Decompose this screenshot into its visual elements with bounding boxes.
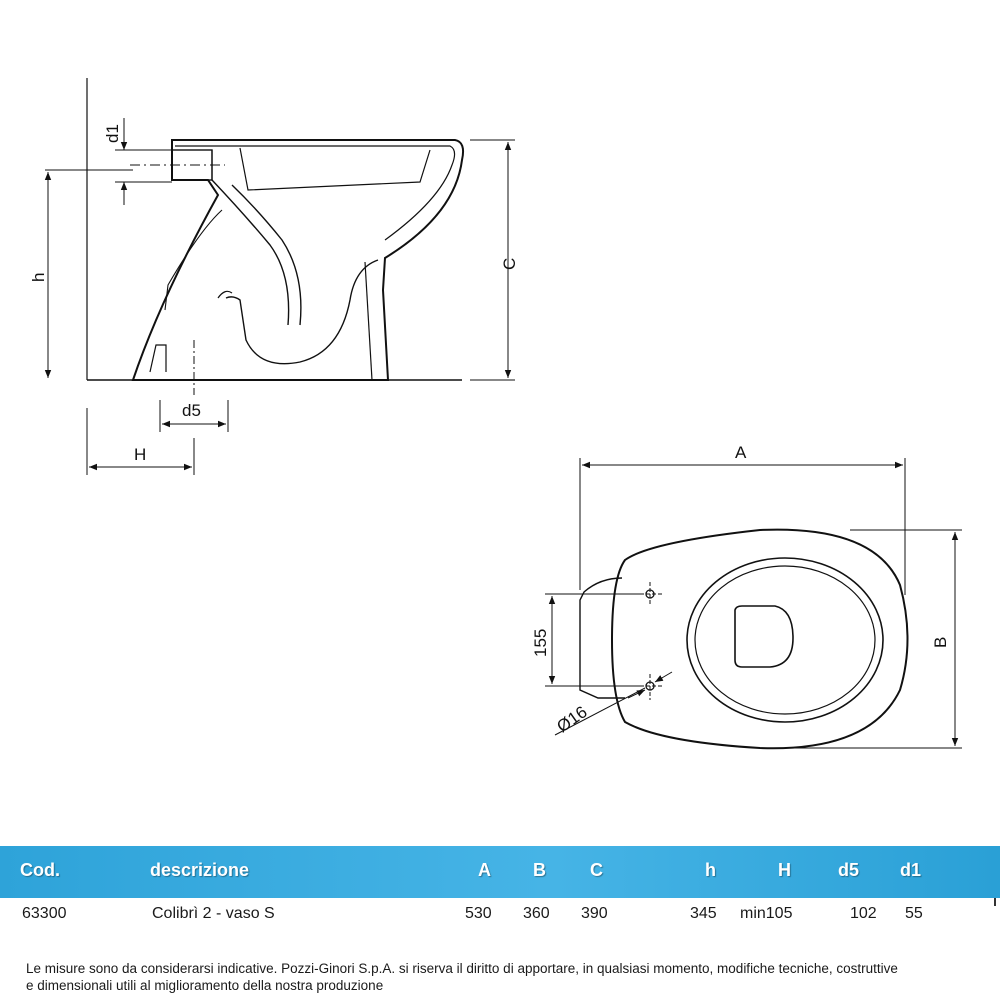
header-h: h xyxy=(705,860,716,880)
water-well xyxy=(734,605,794,668)
table-edge-divider xyxy=(994,898,996,906)
side-view xyxy=(86,78,465,395)
header-d1: d1 xyxy=(900,860,922,880)
cell-H: min105 xyxy=(740,905,793,922)
bowl-outer-oval xyxy=(610,528,909,750)
header-C: C xyxy=(590,860,603,880)
cell-code: 63300 xyxy=(22,905,67,922)
top-view-dimensions xyxy=(545,458,962,749)
label-C: C xyxy=(500,258,519,270)
label-hole-diameter: Ø16 xyxy=(553,702,590,736)
header-H: H xyxy=(778,860,791,880)
table-row: 63300 Colibrì 2 - vaso S 530 360 390 345… xyxy=(0,898,1000,930)
label-d5: d5 xyxy=(182,401,201,420)
cell-C: 390 xyxy=(581,905,608,922)
label-A: A xyxy=(735,443,747,462)
trap-curve xyxy=(211,179,302,326)
cell-d5: 102 xyxy=(850,905,877,922)
cell-A: 530 xyxy=(465,905,492,922)
header-description: descrizione xyxy=(150,860,250,880)
label-H: H xyxy=(134,445,146,464)
footnote-line-2: e dimensionali utili al miglioramento de… xyxy=(26,978,384,993)
header-A: A xyxy=(478,860,491,880)
cell-d1: 55 xyxy=(905,905,923,922)
header-d5: d5 xyxy=(838,860,860,880)
label-B: B xyxy=(931,637,950,648)
top-view xyxy=(579,528,909,750)
technical-drawing: d1 h C d5 H xyxy=(29,78,962,750)
cell-description: Colibrì 2 - vaso S xyxy=(152,905,275,922)
header-B: B xyxy=(533,860,546,880)
cell-B: 360 xyxy=(523,905,550,922)
footnote-line-1: Le misure sono da considerarsi indicativ… xyxy=(26,961,898,976)
disclaimer-footnote: Le misure sono da considerarsi indicativ… xyxy=(26,960,986,994)
label-h: h xyxy=(29,273,48,282)
label-155: 155 xyxy=(531,629,550,657)
cell-h: 345 xyxy=(690,905,717,922)
header-code: Cod. xyxy=(20,860,60,880)
bowl-outline xyxy=(131,139,465,381)
label-d1: d1 xyxy=(103,124,122,143)
side-view-dimensions xyxy=(44,118,515,475)
spec-table-header: Cod. descrizione A B C h H d5 d1 xyxy=(0,846,1000,898)
